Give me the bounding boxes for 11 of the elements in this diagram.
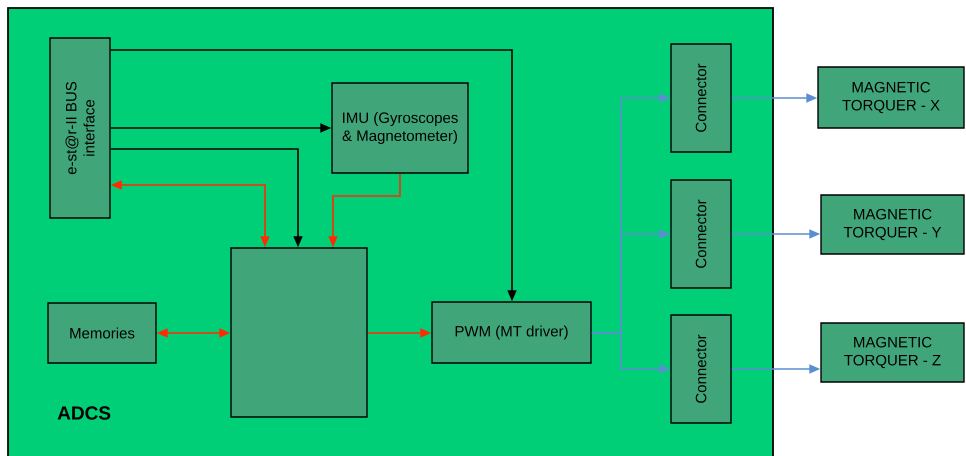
torquer-box: MAGNETIC TORQUER - X xyxy=(817,66,965,129)
torquer-box: MAGNETIC TORQUER - Y xyxy=(820,194,965,255)
sensor-box: IMU (Gyroscopes & Magnetometer) xyxy=(331,82,469,174)
connector-box: Connector xyxy=(670,314,732,424)
connector-box: Connector xyxy=(670,43,732,153)
processor-box xyxy=(230,247,368,418)
torquer-box: MAGNETIC TORQUER - Z xyxy=(820,322,965,383)
connector-box: Connector xyxy=(670,179,732,289)
driver-box: PWM (MT driver) xyxy=(431,301,592,364)
interface-box: e-st@r-II BUS interface xyxy=(49,37,111,219)
memory-box: Memories xyxy=(47,302,157,364)
